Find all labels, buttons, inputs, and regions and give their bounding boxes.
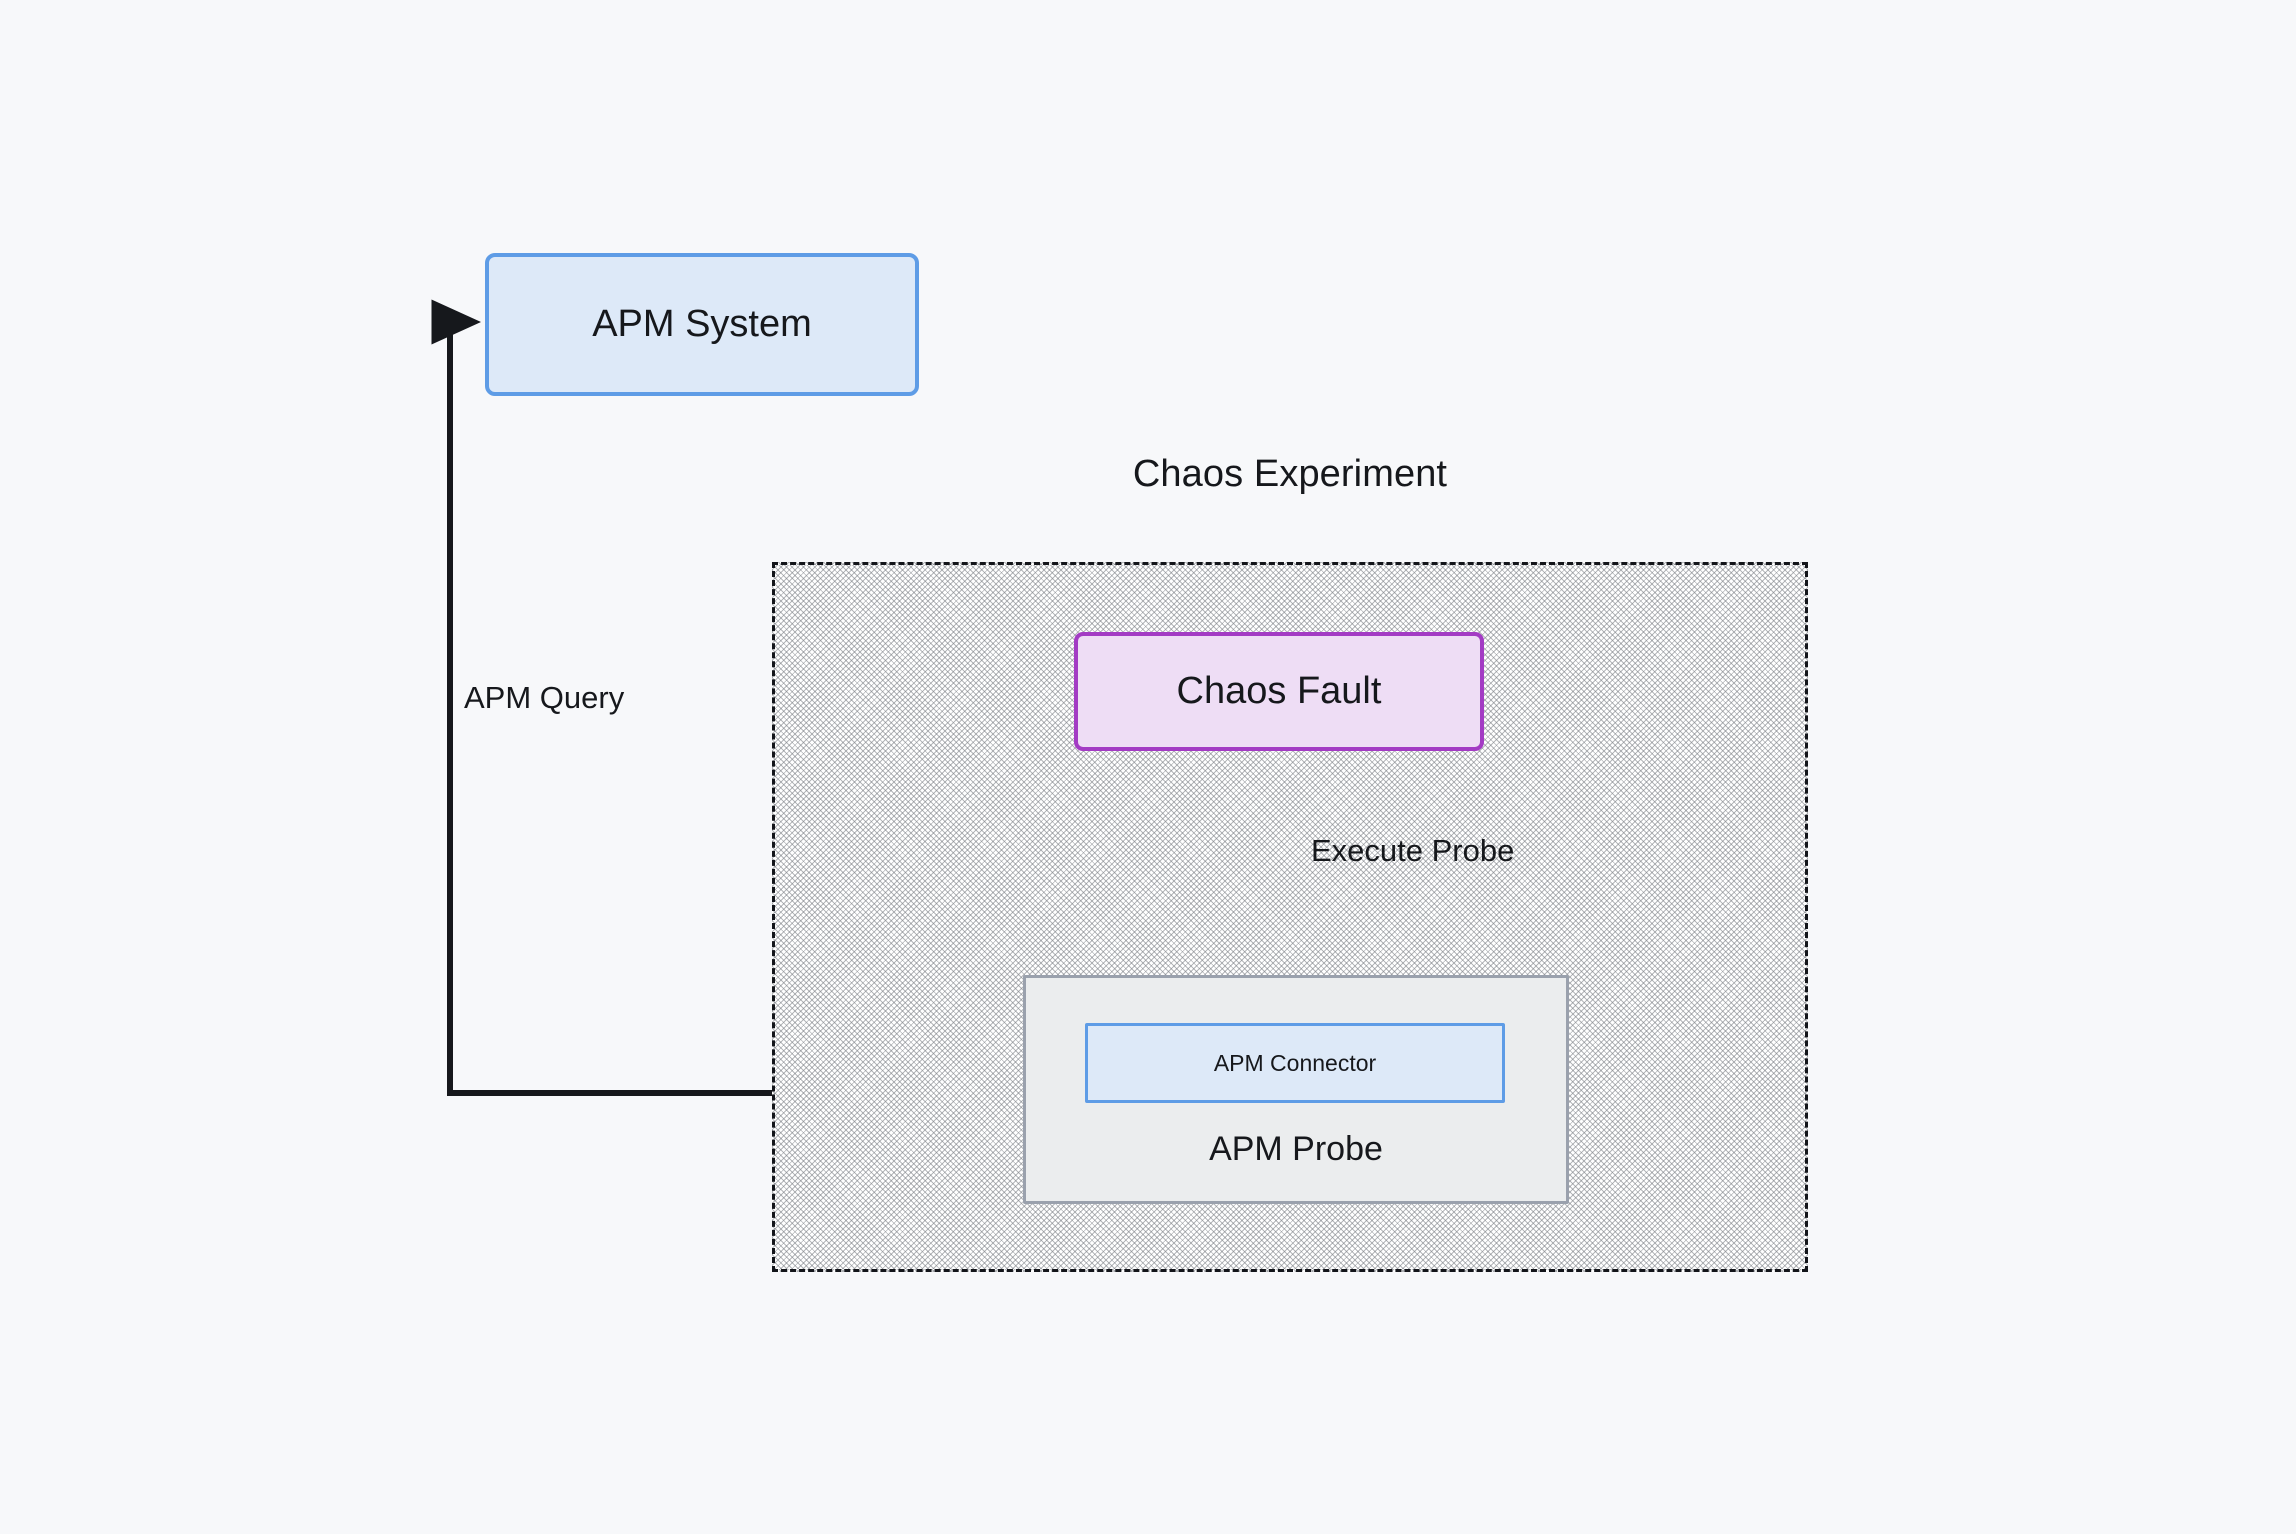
node-apm-connector-label: APM Connector (1213, 1049, 1377, 1076)
node-apm-probe-label: APM Probe (1209, 1130, 1383, 1168)
node-apm-system[interactable]: APM System (485, 253, 919, 396)
node-chaos-fault-label: Chaos Fault (1176, 670, 1382, 712)
node-apm-probe[interactable]: APM Connector APM Probe (1023, 975, 1569, 1204)
node-chaos-fault[interactable]: Chaos Fault (1074, 632, 1484, 751)
node-apm-connector[interactable]: APM Connector (1085, 1023, 1505, 1103)
group-title-chaos-experiment: Chaos Experiment (1132, 453, 1448, 495)
edge-label-apm-query: APM Query (464, 680, 625, 715)
edge-label-execute-probe: Execute Probe (1311, 833, 1515, 868)
node-apm-system-label: APM System (592, 303, 812, 345)
